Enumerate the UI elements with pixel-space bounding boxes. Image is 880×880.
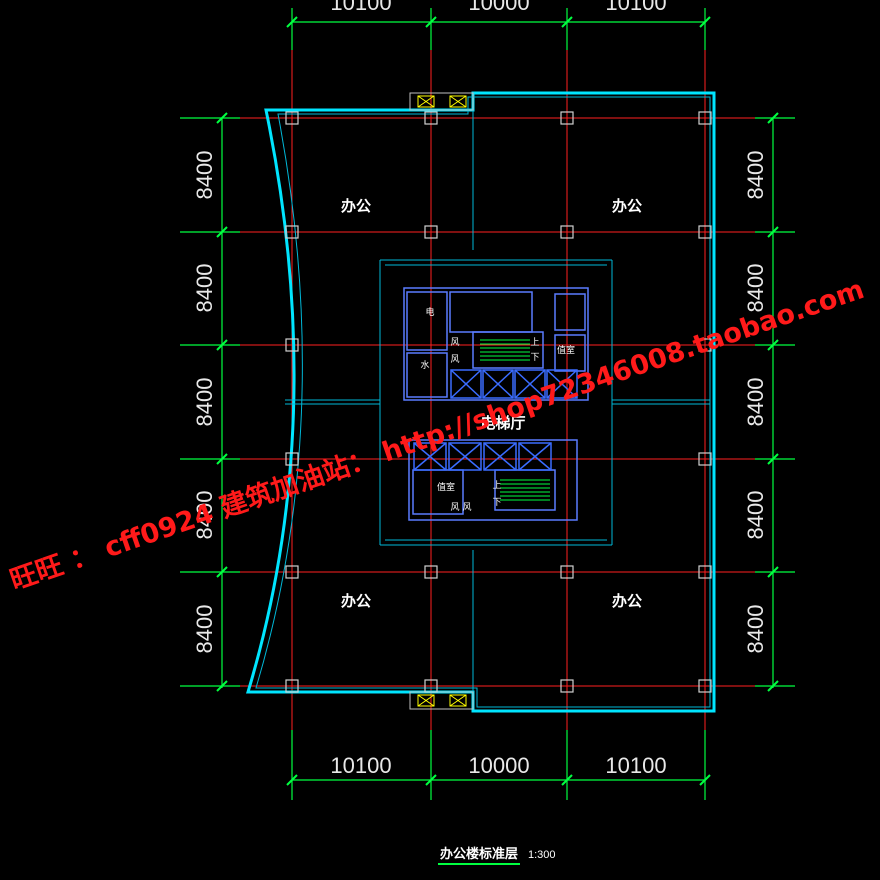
right-dim-5: 8400 [743, 605, 768, 654]
label-water: 水 [420, 359, 429, 371]
right-dim-4: 8400 [743, 491, 768, 540]
top-dim-1: 10100 [330, 0, 391, 15]
left-dim-2: 8400 [192, 264, 217, 313]
left-dimension-labels: 8400 8400 8400 8400 8400 [192, 151, 217, 654]
room-office-bottom-left: 办公 [341, 592, 371, 610]
right-dim-1: 8400 [743, 151, 768, 200]
right-dim-2: 8400 [743, 264, 768, 313]
grid-axes [240, 50, 755, 730]
label-up-2: 上 [492, 480, 501, 491]
label-wind-1: 风 [450, 337, 459, 348]
elevator-cars [413, 369, 578, 471]
label-wind-4: 风 [462, 502, 471, 513]
stairs [480, 339, 550, 501]
left-dim-5: 8400 [192, 605, 217, 654]
shaft-bottom [409, 691, 474, 710]
label-wind-3: 风 [450, 502, 459, 513]
room-elevator-lobby: 电梯厅 [480, 414, 525, 432]
label-down-2: 下 [492, 498, 501, 508]
watermark-text: 旺旺 ： cff0924 建筑加油站： http://shop72346008.… [6, 273, 868, 597]
shaft-top [409, 92, 474, 111]
left-dim-4: 8400 [192, 491, 217, 540]
bottom-dim-1: 10100 [330, 753, 391, 778]
top-dim-3: 10100 [605, 0, 666, 15]
room-office-top-left: 办公 [341, 197, 371, 215]
label-duty-room-top: 值室 [557, 344, 575, 356]
right-dimension-labels: 8400 8400 8400 8400 8400 [743, 151, 768, 654]
label-electric: 电 [425, 306, 434, 318]
core-walls [403, 287, 589, 521]
room-office-top-right: 办公 [612, 197, 642, 215]
structural-columns [285, 111, 712, 693]
inner-partitions [255, 96, 711, 708]
bottom-dim-2: 10000 [468, 753, 529, 778]
building-outline [245, 91, 716, 713]
drawing-title: 办公楼标准层 [440, 846, 518, 862]
bottom-dimension-labels: 10100 10000 10100 [330, 753, 666, 778]
left-dim-3: 8400 [192, 378, 217, 427]
label-up-1: 上 [530, 337, 539, 348]
left-dim-1: 8400 [192, 151, 217, 200]
right-dim-3: 8400 [743, 378, 768, 427]
bottom-dim-3: 10100 [605, 753, 666, 778]
label-duty-room-bottom: 值室 [437, 481, 455, 493]
room-office-bottom-right: 办公 [612, 592, 642, 610]
label-down-1: 下 [530, 353, 539, 363]
dimension-lines [180, 8, 795, 800]
top-dimension-labels: 10100 10000 10100 [330, 0, 666, 15]
drawing-scale: 1:300 [528, 849, 556, 861]
label-wind-2: 风 [450, 354, 459, 365]
top-dim-2: 10000 [468, 0, 529, 15]
